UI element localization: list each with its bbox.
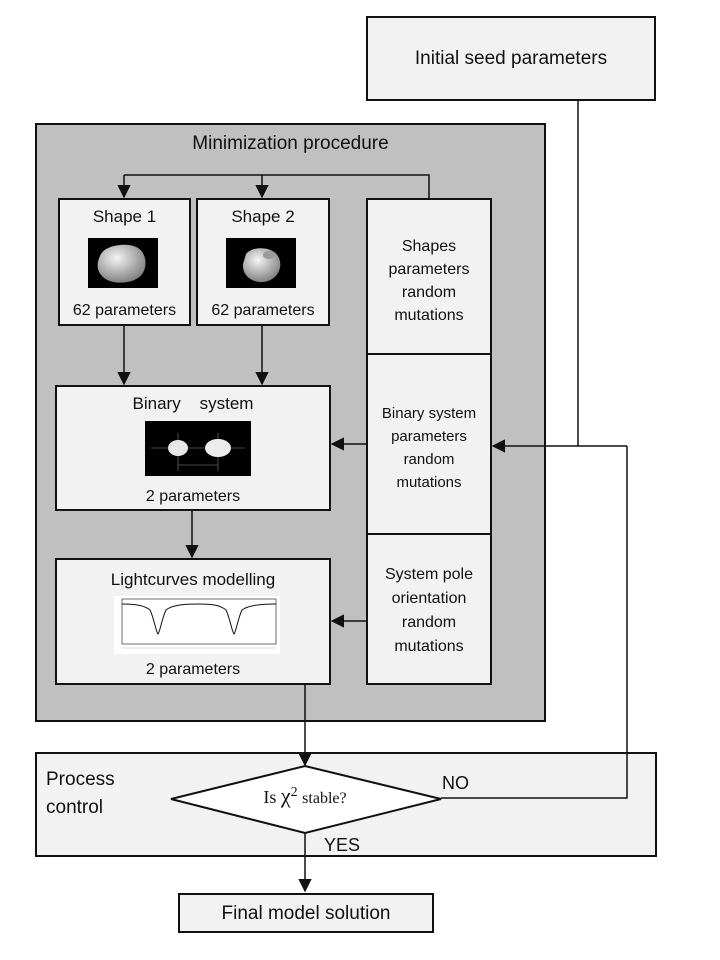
final-solution-box: Final model solution (178, 893, 434, 933)
binary-mutations-label: Binary system parameters random mutation… (381, 405, 477, 491)
binary-system-box: Binary system 2 parameters (55, 385, 331, 511)
pole-mutations-box: System pole orientation random mutations (366, 533, 492, 685)
decision-text: Is χ2 stable? (215, 783, 395, 809)
shapes-mutations-box: Shapes parameters random mutations (366, 198, 492, 355)
decision-suffix: stable? (302, 790, 347, 807)
shape-1-asteroid (97, 244, 146, 283)
lightcurve-plot (114, 596, 280, 654)
stability-decision-diamond (170, 764, 442, 835)
shape-2-title: Shape 2 (231, 207, 295, 226)
binary-system-params: 2 parameters (145, 488, 241, 505)
initial-seed-box: Initial seed parameters (366, 16, 656, 101)
lightcurves-params: 2 parameters (145, 661, 241, 678)
chi-symbol: χ (280, 783, 291, 808)
binary-system-title: Binary system (132, 394, 254, 413)
shape-1-title: Shape 1 (92, 207, 157, 226)
minimization-title: Minimization procedure (192, 133, 389, 154)
process-control-title: Process control (46, 769, 115, 818)
shape-1-box: Shape 1 62 parameters (58, 198, 191, 326)
shape-2-params: 62 parameters (211, 302, 315, 319)
lightcurves-title: Lightcurves modelling (110, 570, 276, 589)
shape-2-asteroid (242, 248, 281, 283)
binary-system-image (145, 421, 251, 476)
no-label: NO (442, 773, 469, 793)
final-solution-label: Final model solution (221, 903, 391, 924)
lightcurves-box: Lightcurves modelling 2 parameters (55, 558, 331, 685)
initial-seed-label: Initial seed parameters (414, 48, 608, 69)
binary-mutations-box: Binary system parameters random mutation… (366, 353, 492, 535)
shape-1-params: 62 parameters (72, 302, 177, 319)
decision-prefix: Is (263, 787, 277, 807)
shape-2-box: Shape 2 62 parameters (196, 198, 330, 326)
chi-exponent: 2 (290, 785, 298, 800)
yes-label: YES (324, 835, 361, 855)
no-loop-connector (441, 446, 628, 799)
lightcurve-graph (121, 598, 277, 649)
binary-system-diagram (151, 433, 245, 471)
pole-mutations-label: System pole orientation random mutations (384, 566, 474, 655)
shape-2-image (226, 238, 296, 288)
shape-1-image (88, 238, 158, 288)
shapes-mutations-label: Shapes parameters random mutations (388, 238, 470, 324)
mutation-to-shapes-connector (124, 174, 430, 198)
